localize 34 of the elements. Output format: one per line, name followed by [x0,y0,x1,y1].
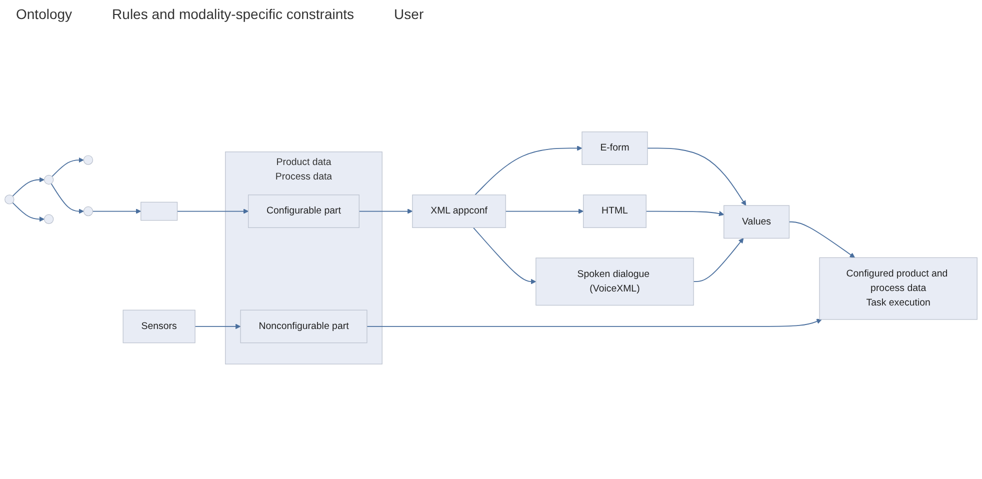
node-circle [44,214,54,224]
arrow [358,208,413,214]
arrow [646,210,724,216]
node-box: Configurable part [248,194,360,228]
node-box: Values [724,205,790,239]
note-text: Rules and modality-specific constraints [112,6,354,22]
node-circle [83,155,94,165]
arrow [176,208,249,214]
node-box: Spoken dialogue (VoiceXML) [536,258,694,306]
arrow [788,221,855,258]
node-box: Configured product and process data Task execution [819,257,978,320]
arrow [12,177,45,197]
arrow [194,324,241,330]
arrow [12,202,45,222]
node-box: E-form [582,132,648,165]
node-circle [4,194,14,204]
arrow [505,208,584,214]
arrow [52,157,84,178]
arrow [647,148,746,206]
arrow [472,227,536,284]
node-box: Sensors [122,310,196,344]
note-text: Ontology [16,6,72,22]
arrow [693,238,744,282]
node-box [140,202,178,221]
node-box: XML appconf [412,194,506,228]
note-text: User [394,6,424,22]
arrow [92,208,142,214]
node-box: HTML [583,194,646,228]
node-circle [83,206,94,216]
arrow [50,183,84,214]
arrow [366,318,822,327]
node-box: Nonconfigurable part [240,310,368,344]
arrow [474,146,582,196]
node-circle [44,174,54,185]
